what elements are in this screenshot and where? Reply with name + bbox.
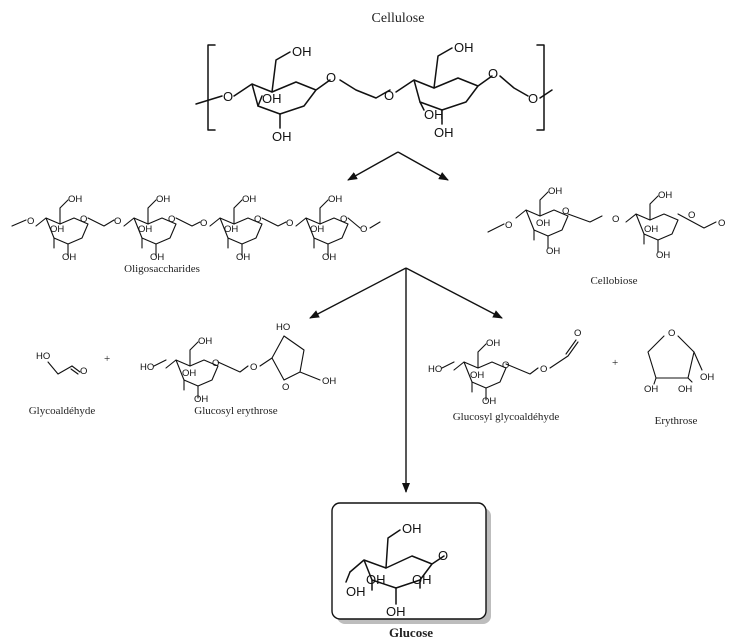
svg-text:O: O <box>688 210 695 221</box>
svg-text:HO: HO <box>140 362 154 373</box>
svg-text:O: O <box>540 364 547 375</box>
svg-text:OH: OH <box>322 376 336 387</box>
glucosyl-glycoaldehyde-structure: HO OH O OH OH O O <box>428 328 581 407</box>
glucose-structure: OH O OH OH OH OH <box>345 521 448 619</box>
svg-text:OH: OH <box>434 125 454 140</box>
svg-text:HO: HO <box>36 351 50 362</box>
svg-text:O: O <box>326 70 336 85</box>
svg-text:OH: OH <box>182 368 196 379</box>
cellulose-structure: O OH O OH OH O OH O OH OH O <box>195 40 553 144</box>
glucose-box: OH O OH OH OH OH <box>331 502 491 624</box>
svg-text:O: O <box>250 362 257 373</box>
svg-text:OH: OH <box>424 107 444 122</box>
svg-text:HO: HO <box>276 322 290 333</box>
svg-text:OH: OH <box>242 194 256 205</box>
glycoaldehyde-structure: HO O <box>36 351 87 377</box>
label-cellobiose: Cellobiose <box>590 275 637 287</box>
svg-text:O: O <box>384 88 394 103</box>
svg-text:OH: OH <box>546 246 560 257</box>
svg-text:O: O <box>574 328 581 339</box>
svg-text:OH: OH <box>548 186 562 197</box>
svg-text:OH: OH <box>386 604 406 619</box>
plus-1: + <box>104 353 110 365</box>
svg-text:O: O <box>80 366 87 377</box>
label-glucosyl-erythrose: Glucosyl erythrose <box>194 405 278 417</box>
svg-text:O: O <box>668 328 675 339</box>
svg-text:HO: HO <box>428 364 442 375</box>
svg-text:OH: OH <box>272 129 292 144</box>
svg-text:OH: OH <box>366 572 386 587</box>
svg-text:O: O <box>114 216 121 227</box>
svg-text:OH: OH <box>644 224 658 235</box>
svg-text:O: O <box>27 216 34 227</box>
svg-text:O: O <box>562 206 569 217</box>
svg-text:OH: OH <box>328 194 342 205</box>
svg-text:OH: OH <box>482 396 496 407</box>
svg-text:O: O <box>286 218 293 229</box>
svg-text:OH: OH <box>262 91 282 106</box>
svg-text:OH: OH <box>292 44 312 59</box>
svg-text:O: O <box>488 66 498 81</box>
arrow-to-oligosaccharides <box>347 151 399 181</box>
arrow-to-cellobiose <box>397 151 449 181</box>
svg-text:O: O <box>718 218 725 229</box>
svg-text:OH: OH <box>402 521 422 536</box>
svg-text:OH: OH <box>310 224 324 235</box>
svg-text:O: O <box>612 214 619 225</box>
svg-text:O: O <box>212 358 219 369</box>
svg-text:O: O <box>502 360 509 371</box>
svg-text:OH: OH <box>194 394 208 405</box>
svg-text:OH: OH <box>700 372 714 383</box>
label-oligosaccharides: Oligosaccharides <box>124 263 200 275</box>
svg-text:OH: OH <box>656 250 670 261</box>
svg-text:OH: OH <box>536 218 550 229</box>
svg-text:OH: OH <box>62 252 76 263</box>
cellulose-title: Cellulose <box>372 11 425 26</box>
svg-text:OH: OH <box>658 190 672 201</box>
cellobiose-structure: O OH O OH OH O OH O OH OH O <box>487 186 725 261</box>
svg-text:O: O <box>223 89 233 104</box>
svg-text:O: O <box>360 224 367 235</box>
svg-text:OH: OH <box>138 224 152 235</box>
svg-text:OH: OH <box>156 194 170 205</box>
erythrose-structure: O OH OH OH <box>644 328 714 395</box>
svg-text:OH: OH <box>454 40 474 55</box>
svg-text:OH: OH <box>346 584 366 599</box>
svg-text:OH: OH <box>678 384 692 395</box>
svg-text:OH: OH <box>322 252 336 263</box>
oligosaccharides-structure: O OH O OH OH O OH O OH OH O OH O OH OH O… <box>11 194 381 263</box>
svg-text:OH: OH <box>198 336 212 347</box>
svg-text:OH: OH <box>470 370 484 381</box>
glucosyl-erythrose-structure: HO OH O OH OH O HO O OH <box>140 322 336 405</box>
svg-text:OH: OH <box>68 194 82 205</box>
svg-text:OH: OH <box>412 572 432 587</box>
svg-text:O: O <box>254 214 261 225</box>
svg-text:O: O <box>438 548 448 563</box>
svg-text:O: O <box>168 214 175 225</box>
arrow-to-glucosyl-glycoaldehyde <box>405 267 503 319</box>
svg-text:OH: OH <box>486 338 500 349</box>
label-erythrose: Erythrose <box>655 415 698 427</box>
svg-text:O: O <box>528 91 538 106</box>
svg-text:O: O <box>80 214 87 225</box>
svg-text:O: O <box>505 220 512 231</box>
svg-text:OH: OH <box>644 384 658 395</box>
svg-text:OH: OH <box>224 224 238 235</box>
label-glucosyl-glycoaldehyde: Glucosyl glycoaldéhyde <box>453 411 560 423</box>
label-glycoaldehyde: Glycoaldéhyde <box>29 405 96 417</box>
label-glucose: Glucose <box>389 625 433 640</box>
svg-text:O: O <box>282 382 289 393</box>
arrow-to-glucosyl-erythrose <box>309 267 407 319</box>
svg-text:OH: OH <box>50 224 64 235</box>
svg-text:OH: OH <box>236 252 250 263</box>
svg-text:O: O <box>340 214 347 225</box>
right-bracket <box>536 44 545 131</box>
plus-2: + <box>612 357 618 369</box>
svg-text:OH: OH <box>150 252 164 263</box>
svg-text:O: O <box>200 218 207 229</box>
left-bracket <box>207 44 216 131</box>
